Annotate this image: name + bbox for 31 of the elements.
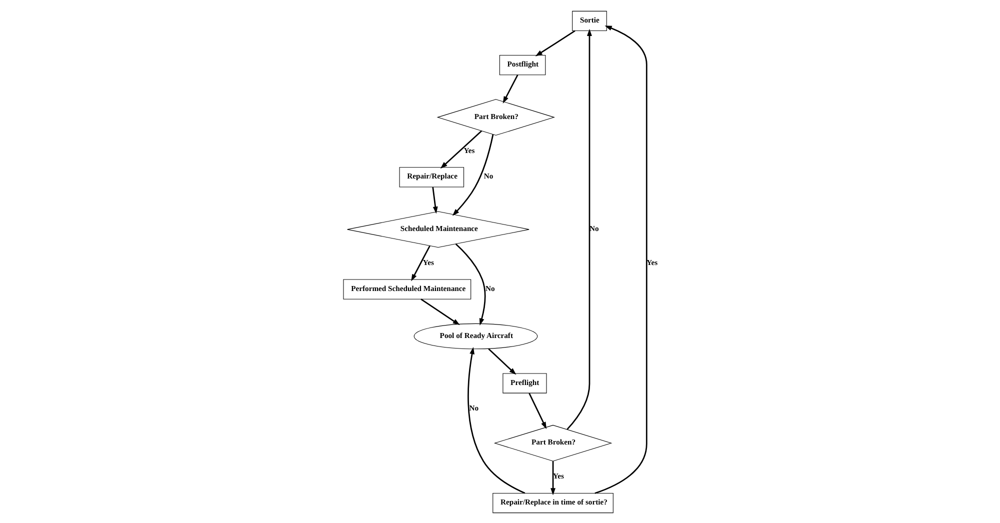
edge-label: No — [468, 403, 478, 412]
node-box: Repair/Replace — [398, 166, 464, 187]
edge-label: No — [483, 171, 493, 180]
arrow — [452, 134, 494, 216]
arrow — [410, 245, 430, 281]
node-box: Sortie — [572, 10, 606, 31]
node-box: Performed Scheduled Maintenance — [342, 278, 471, 299]
arrow — [454, 243, 486, 325]
node-ellipse: Pool of Ready Aircraft — [413, 322, 538, 349]
edge-label: Yes — [463, 145, 474, 154]
node-box: Postflight — [498, 54, 546, 75]
node-diamond: Scheduled Maintenance — [346, 210, 529, 248]
arrow — [502, 74, 518, 103]
arrow — [440, 130, 482, 168]
edge-label: No — [588, 223, 598, 232]
node-box: Preflight — [502, 372, 546, 393]
edge-label: No — [485, 283, 494, 292]
node-diamond: Part Broken? — [436, 98, 555, 136]
arrow — [488, 348, 516, 374]
arrow — [467, 346, 525, 494]
node-diamond: Part Broken? — [493, 424, 612, 461]
arrow — [528, 392, 546, 429]
edge-label: Yes — [422, 257, 434, 266]
arrow — [550, 460, 555, 495]
arrow — [594, 25, 647, 494]
arrow — [534, 30, 575, 56]
arrow — [420, 298, 460, 325]
edge-label: Yes — [552, 471, 564, 480]
arrow — [566, 28, 592, 430]
arrow — [432, 186, 438, 214]
node-box: Repair/Replace in time of sortie? — [492, 492, 613, 513]
